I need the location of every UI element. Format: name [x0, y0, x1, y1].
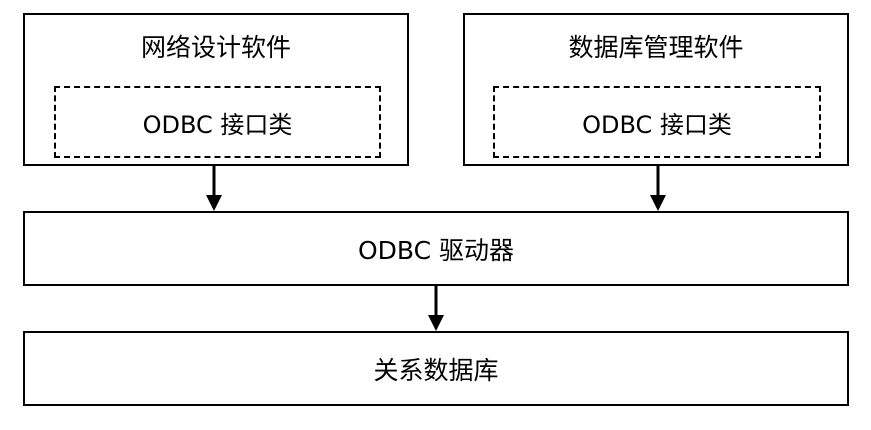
odbc-driver-label: ODBC 驱动器 [357, 235, 515, 265]
network-design-software-box: 网络设计软件 ODBC 接口类 [23, 13, 409, 166]
dbms-odbc-interface-box: ODBC 接口类 [493, 86, 821, 158]
network-odbc-interface-box: ODBC 接口类 [54, 86, 381, 158]
arrow-dbms-to-driver [650, 166, 666, 211]
relational-database-box: 关系数据库 [23, 331, 849, 406]
arrow-driver-to-database [428, 286, 444, 331]
database-management-software-title: 数据库管理软件 [568, 33, 744, 62]
arrow-network-to-driver [206, 166, 222, 211]
database-management-software-box: 数据库管理软件 ODBC 接口类 [463, 13, 849, 166]
network-design-software-title: 网络设计软件 [140, 33, 291, 62]
relational-database-label: 关系数据库 [373, 355, 499, 385]
odbc-driver-box: ODBC 驱动器 [23, 211, 849, 286]
dbms-odbc-interface-label: ODBC 接口类 [582, 110, 732, 139]
network-odbc-interface-label: ODBC 接口类 [142, 110, 293, 139]
